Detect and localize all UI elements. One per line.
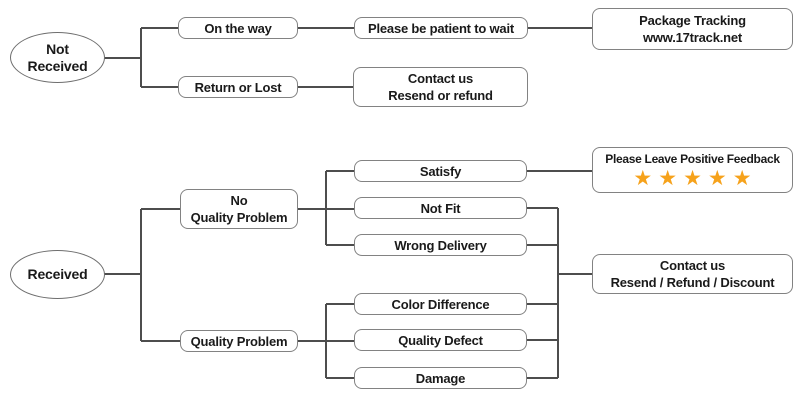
node-label: Resend / Refund / Discount: [610, 275, 775, 290]
flow-node-positive-feedback: Please Leave Positive Feedback ★★★★★: [592, 147, 793, 193]
node-label: Package Tracking: [639, 13, 746, 28]
star-icon: ★: [683, 166, 708, 190]
star-icon: ★: [732, 166, 758, 190]
flow-node-please-be-patient: Please be patient to wait: [354, 17, 528, 39]
node-label: Wrong Delivery: [394, 237, 487, 253]
flow-node-return-or-lost: Return or Lost: [178, 76, 298, 98]
flow-node-wrong-delivery: Wrong Delivery: [354, 234, 527, 256]
flow-node-on-the-way: On the way: [178, 17, 298, 39]
node-label: On the way: [204, 20, 272, 36]
flow-node-satisfy: Satisfy: [354, 160, 527, 182]
node-label: Please be patient to wait: [368, 20, 514, 36]
node-label: Resend or refund: [388, 88, 493, 103]
flow-node-damage: Damage: [354, 367, 527, 389]
node-label: Not Fit: [420, 200, 461, 216]
flow-node-quality-problem: Quality Problem: [180, 330, 298, 352]
node-label: Please Leave Positive Feedback: [605, 152, 780, 166]
flow-node-no-quality-problem: No Quality Problem: [180, 189, 298, 229]
flow-node-not-received: Not Received: [10, 32, 105, 83]
tracking-url: www.17track.net: [642, 30, 743, 45]
flow-node-contact-us-discount: Contact us Resend / Refund / Discount: [592, 254, 793, 294]
node-label: Satisfy: [419, 163, 462, 179]
node-label: Received: [27, 57, 88, 74]
star-icon: ★: [707, 166, 733, 190]
node-label: Quality Problem: [190, 210, 288, 225]
node-label: Contact us: [407, 71, 474, 86]
node-label: Return or Lost: [194, 79, 282, 95]
flow-node-color-difference: Color Difference: [354, 293, 527, 315]
flow-node-package-tracking: Package Tracking www.17track.net: [592, 8, 793, 50]
node-label: Contact us: [659, 258, 726, 273]
node-label: Damage: [415, 370, 466, 386]
flow-node-contact-us-resend: Contact us Resend or refund: [353, 67, 528, 107]
node-label: No: [230, 193, 248, 208]
star-icon: ★: [633, 166, 659, 190]
flow-node-quality-defect: Quality Defect: [354, 329, 527, 351]
node-label: Received: [27, 266, 88, 282]
flow-node-received: Received: [10, 250, 105, 299]
node-label: Quality Problem: [190, 333, 288, 349]
node-label: Color Difference: [391, 296, 490, 312]
five-star-rating: ★★★★★: [627, 167, 757, 189]
flow-node-not-fit: Not Fit: [354, 197, 527, 219]
star-icon: ★: [658, 166, 684, 190]
node-label: Quality Defect: [398, 332, 483, 348]
node-label: Not: [46, 40, 69, 57]
